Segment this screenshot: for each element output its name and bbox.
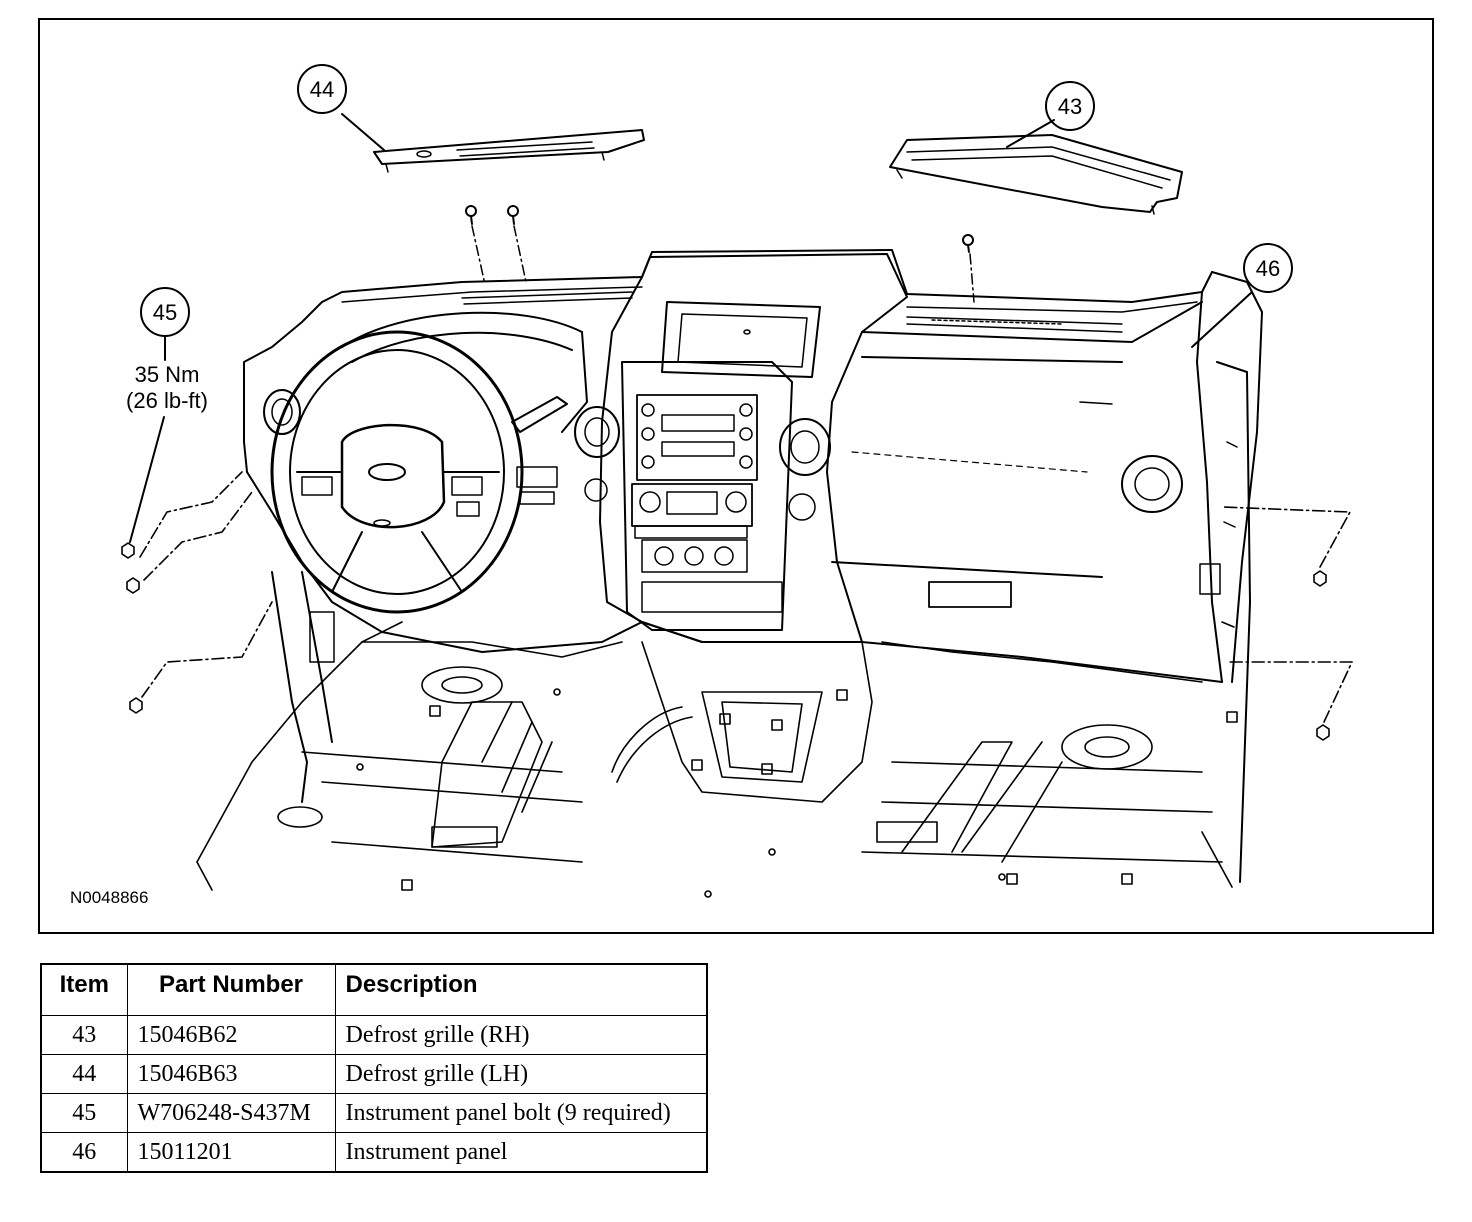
torque-imperial: (26 lb-ft) — [126, 388, 208, 413]
passenger-dash — [831, 301, 1203, 608]
header-part-number: Part Number — [126, 963, 336, 1016]
callout-43-label: 43 — [1058, 94, 1082, 119]
callout-46: 46 — [1243, 243, 1293, 293]
row-item: 46 — [40, 1132, 128, 1173]
callout-45: 45 — [140, 287, 190, 337]
row-item: 45 — [40, 1093, 128, 1133]
right-pillar — [1199, 361, 1251, 883]
row-part-number: 15011201 — [126, 1132, 336, 1173]
floor-pan — [196, 621, 1238, 898]
header-item: Item — [40, 963, 128, 1016]
row-part-number: 15046B63 — [126, 1054, 336, 1094]
row-description: Instrument panel bolt (9 required) — [334, 1093, 708, 1133]
torque-metric: 35 Nm — [134, 362, 200, 387]
bolts-45 — [121, 471, 1353, 741]
torque-spec: 35 Nm (26 lb-ft) — [102, 362, 232, 414]
screw-top-left-1 — [465, 205, 485, 281]
leader-45 — [129, 416, 165, 543]
switch-panel — [516, 466, 558, 505]
row-part-number: W706248-S437M — [126, 1093, 336, 1133]
parts-table: Item Part Number Description 43 15046B62… — [40, 963, 708, 1173]
callout-46-label: 46 — [1256, 256, 1280, 281]
figure-id: N0048866 — [70, 888, 149, 907]
leader-44 — [341, 113, 385, 151]
row-item: 44 — [40, 1054, 128, 1094]
header-description: Description — [334, 963, 708, 1016]
turn-signal-stalk — [511, 396, 568, 433]
defrost-grille-lh — [373, 129, 645, 173]
callout-44: 44 — [297, 64, 347, 114]
leader-43 — [1006, 119, 1055, 148]
table-row: 44 15046B63 Defrost grille (LH) — [40, 1054, 708, 1094]
leader-46 — [1191, 291, 1253, 348]
callout-43: 43 — [1045, 81, 1095, 131]
left-pillar — [271, 571, 335, 803]
cluster-hood — [341, 311, 588, 433]
parts-table-header: Item Part Number Description — [40, 963, 708, 1016]
table-row: 46 15011201 Instrument panel — [40, 1132, 708, 1173]
row-part-number: 15046B62 — [126, 1015, 336, 1055]
row-item: 43 — [40, 1015, 128, 1055]
diagram-frame: 44 43 45 46 35 Nm (26 lb-ft) N0048866 — [38, 18, 1434, 934]
center-stack — [574, 253, 908, 643]
row-description: Instrument panel — [334, 1132, 708, 1173]
callout-44-label: 44 — [310, 77, 334, 102]
instrument-panel-illustration: 44 43 45 46 — [121, 64, 1353, 898]
table-row: 45 W706248-S437M Instrument panel bolt (… — [40, 1093, 708, 1133]
callout-45-label: 45 — [153, 300, 177, 325]
row-description: Defrost grille (LH) — [334, 1054, 708, 1094]
row-description: Defrost grille (RH) — [334, 1015, 708, 1055]
screw-top-left-2 — [507, 205, 527, 283]
steering-wheel — [270, 330, 524, 614]
left-air-vent — [263, 389, 301, 435]
screw-top-right — [962, 234, 975, 303]
defrost-grille-rh — [889, 134, 1183, 215]
table-row: 43 15046B62 Defrost grille (RH) — [40, 1015, 708, 1055]
